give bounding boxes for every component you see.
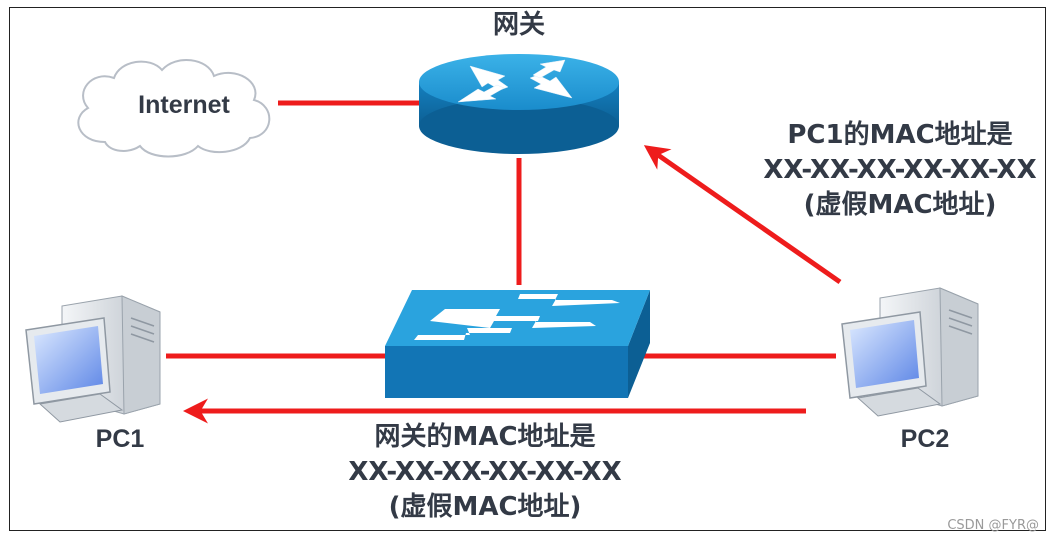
gateway-label: 网关 (492, 10, 545, 40)
arrow-pc2-to-gateway (643, 145, 842, 285)
annotation-line: PC1的MAC地址是 (787, 120, 1013, 150)
annotation-pc2-to-pc1: 网关的MAC地址是 XX-XX-XX-XX-XX-XX (虚假MAC地址) (315, 420, 655, 525)
diagram-frame (9, 7, 1046, 531)
annotation-line: 网关的MAC地址是 (374, 422, 596, 452)
switch-icon (385, 290, 650, 398)
annotation-line: (虚假MAC地址) (388, 492, 582, 522)
internet-label: Internet (138, 91, 230, 119)
pc1-label: PC1 (95, 425, 145, 453)
annotation-pc2-to-gateway: PC1的MAC地址是 XX-XX-XX-XX-XX-XX (虚假MAC地址) (740, 118, 1053, 223)
desktop-computer-icon (25, 295, 161, 423)
desktop-computer-icon (841, 287, 979, 417)
router-icon (419, 54, 619, 154)
watermark: CSDN @FYR@ (947, 518, 1039, 533)
cloud-icon (77, 58, 271, 158)
annotation-line: XX-XX-XX-XX-XX-XX (348, 457, 622, 487)
pc2-label: PC2 (900, 425, 950, 453)
annotation-line: XX-XX-XX-XX-XX-XX (763, 155, 1037, 185)
links (166, 100, 836, 359)
annotation-line: (虚假MAC地址) (803, 190, 997, 220)
